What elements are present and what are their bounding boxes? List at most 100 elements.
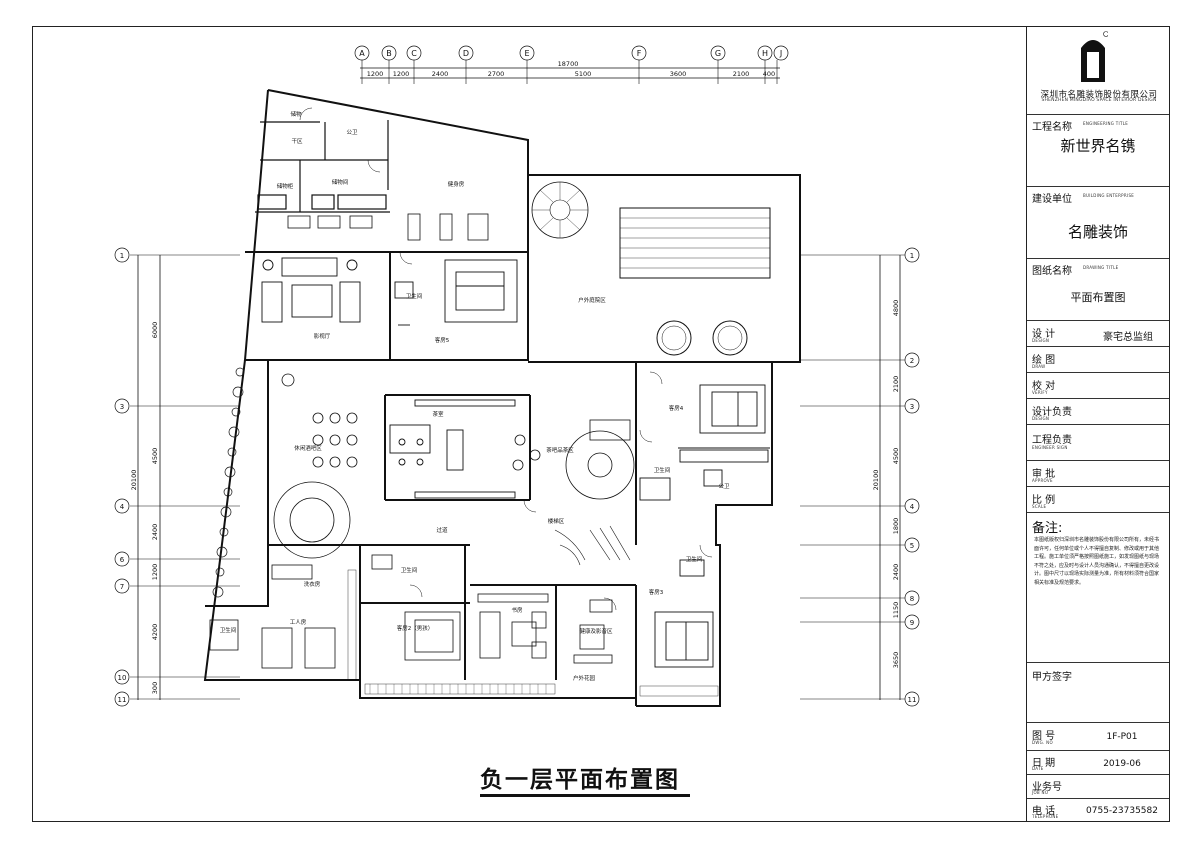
drawing-label: 图纸名称	[1032, 266, 1072, 277]
design-value: 豪宅总监组	[1103, 332, 1153, 343]
check-label: 校 对	[1032, 381, 1056, 392]
room-label: 楼梯区	[548, 517, 565, 525]
right-dim: 4500	[892, 448, 900, 465]
axis-left-label: 7	[120, 583, 124, 591]
design-label: 设 计	[1032, 329, 1056, 340]
job-label: 业务号	[1032, 782, 1062, 793]
design-lead-label: 设计负责	[1032, 407, 1072, 418]
room-label: 储物	[290, 110, 302, 118]
axis-right-label: 2	[910, 357, 914, 365]
top-dim: 2400	[432, 70, 449, 78]
date-label: 日 期	[1032, 758, 1056, 769]
approve-label: 审 批	[1032, 469, 1056, 480]
axis-right-label: 1	[910, 252, 914, 260]
right-dim: 2400	[892, 564, 900, 581]
scale-label-en: SCALE	[1032, 504, 1047, 509]
axis-top-label: C	[411, 49, 417, 58]
eng-lead-en: ENGINEER SIGN	[1032, 445, 1068, 450]
room-label: 卫生间	[401, 566, 418, 574]
project-label-en: ENGINEERING TITLE	[1083, 121, 1129, 126]
top-dim: 400	[763, 70, 775, 78]
axis-right-label: 3	[910, 403, 914, 411]
right-total-dim: 20100	[872, 470, 880, 491]
room-label: 卫生间	[406, 292, 423, 300]
tb-design-lead-row: 设计负责 DESIGN	[1027, 398, 1169, 424]
drawing-no-en: DWG. NO	[1032, 740, 1053, 745]
scale-label: 比 例	[1032, 495, 1056, 506]
draw-label-en: DRAW	[1032, 364, 1046, 369]
room-label: 客房3	[649, 588, 664, 596]
tel-label: 电 话	[1032, 806, 1056, 817]
right-dim: 3650	[892, 652, 900, 669]
room-label: 户外庭院区	[578, 296, 606, 304]
drawing-value: 平面布置图	[1070, 291, 1126, 304]
tb-eng-lead-row: 工程负责 ENGINEER SIGN	[1027, 424, 1169, 460]
left-dim: 4200	[151, 624, 159, 641]
tel-en: TELEPHONE	[1032, 814, 1059, 819]
tb-client-row: 甲方签字	[1027, 662, 1169, 722]
drawing-title: 负一层平面布置图	[480, 767, 680, 793]
tb-builder-row: 建设单位 BUILDING ENTERPRISE 名雕装饰	[1027, 186, 1169, 258]
right-dim: 1800	[892, 518, 900, 535]
top-dim: 2100	[733, 70, 750, 78]
floor-plan-drawing: A B C D E F G H J 18700 1200 1200 2400 2…	[114, 45, 920, 707]
axis-right-label: 11	[908, 696, 917, 704]
right-dim: 1150	[892, 602, 900, 619]
tb-drawing-no-row: 图 号 DWG. NO 1F-P01	[1027, 722, 1169, 750]
room-label: 客房5	[435, 336, 450, 344]
top-dim: 1200	[367, 70, 384, 78]
draw-label: 绘 图	[1032, 355, 1056, 366]
drawing-no-value: 1F-P01	[1106, 732, 1138, 742]
axis-right-label: 9	[910, 619, 914, 627]
date-en: DATE	[1032, 766, 1044, 771]
axis-left-label: 4	[120, 503, 125, 511]
drawing-sheet-border	[32, 26, 1170, 822]
design-lead-en: DESIGN	[1032, 416, 1050, 421]
room-label: 健身房	[448, 180, 465, 188]
company-name-en: SHENZHEN MINGDIAO SPACE INTERIOR DESIGN	[1041, 98, 1157, 103]
room-label: 储物间	[332, 178, 349, 186]
axis-top-label: E	[524, 49, 529, 58]
axis-right-label: 8	[910, 595, 914, 603]
room-label: 过道	[436, 526, 448, 534]
top-dim: 3600	[670, 70, 687, 78]
builder-label: 建设单位	[1032, 194, 1072, 205]
tb-tel-row: 电 话 TELEPHONE 0755-23735582	[1027, 798, 1169, 822]
room-label: 公卫	[718, 483, 730, 490]
approve-label-en: APPROVE	[1032, 478, 1053, 483]
left-dim: 1200	[151, 564, 159, 581]
axis-left-label: 11	[118, 696, 127, 704]
axis-right-label: 4	[910, 503, 915, 511]
axis-top-label: H	[762, 49, 768, 58]
builder-label-en: BUILDING ENTERPRISE	[1083, 193, 1135, 198]
tb-project-row: 工程名称 ENGINEERING TITLE 新世界名镌	[1027, 114, 1169, 155]
builder-value: 名雕装饰	[1067, 223, 1128, 241]
axis-right-label: 5	[910, 542, 914, 550]
drawing-no-label: 图 号	[1032, 731, 1056, 742]
room-label: 客房2（男孩）	[397, 624, 434, 632]
tb-drawing-row: 图纸名称 DRAWING TITLE 平面布置图	[1027, 258, 1169, 320]
top-dim: 2700	[488, 70, 505, 78]
room-label: 干区	[291, 138, 303, 145]
eng-lead-label: 工程负责	[1032, 435, 1072, 446]
room-label: 工人房	[290, 618, 307, 626]
room-label: 卫生间	[654, 466, 671, 474]
title-block: 工程名称 ENGINEERING TITLE 新世界名镌 建设单位 BUILDI…	[1026, 26, 1170, 822]
axis-top-label: D	[463, 49, 469, 58]
axis-left-label: 3	[120, 403, 124, 411]
project-label: 工程名称	[1032, 122, 1072, 133]
room-label: 健康及影音区	[579, 627, 613, 635]
company-name: 深圳市名雕装饰股份有限公司	[1040, 90, 1158, 100]
top-dim: 5100	[575, 70, 592, 78]
title-underline	[480, 794, 690, 797]
client-label: 甲方签字	[1032, 672, 1072, 683]
check-label-en: VERIFY	[1032, 390, 1048, 395]
date-value: 2019-06	[1103, 759, 1141, 769]
axis-top-label: G	[715, 49, 721, 58]
left-dim: 2400	[151, 524, 159, 541]
room-label: 公卫	[346, 129, 358, 136]
top-dim: 1200	[393, 70, 410, 78]
axis-left-label: 1	[120, 252, 124, 260]
room-label: 卫生间	[220, 626, 237, 634]
design-label-en: DESIGN	[1032, 338, 1050, 343]
